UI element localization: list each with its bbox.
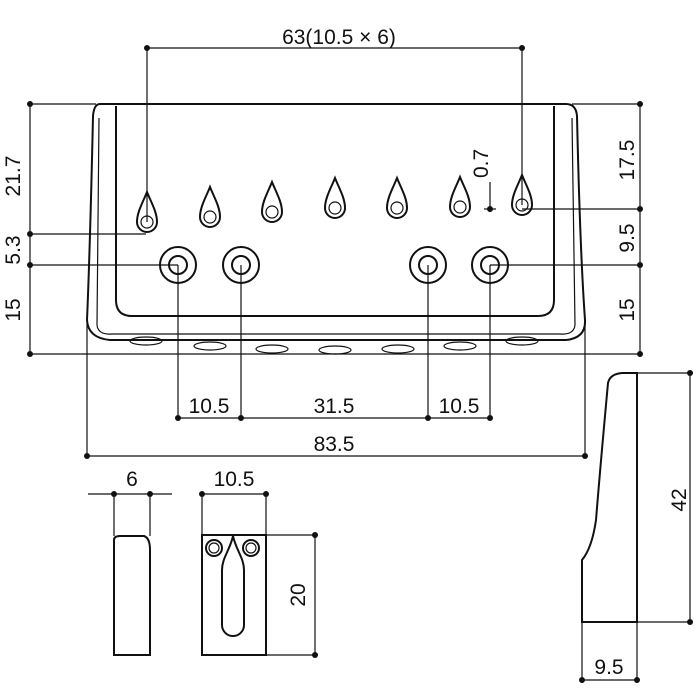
dim-label-bottom-left: 10.5 xyxy=(189,395,230,418)
left-rail xyxy=(96,117,100,326)
string-hole xyxy=(448,174,472,218)
dim-label-height-bottom-right: 15 xyxy=(616,298,639,321)
string-hole xyxy=(323,175,347,219)
dim-label-height-mid-left: 5.3 xyxy=(2,235,25,264)
saddle-plate-view xyxy=(199,491,318,658)
body-outline xyxy=(85,103,587,341)
dim-label-overall-width: 83.5 xyxy=(314,433,355,456)
dim-label-side-height: 42 xyxy=(668,488,691,511)
slot xyxy=(193,341,227,351)
body-lower-lip xyxy=(96,324,576,335)
dim-label-plate-height: 20 xyxy=(287,583,310,606)
plate-slot xyxy=(221,535,245,637)
dim-label-bottom-center: 31.5 xyxy=(314,395,355,418)
saddle-shape xyxy=(113,535,151,656)
string-holes xyxy=(135,172,534,233)
dimension-labels: 63(10.5 × 6) 0.7 21.7 5.3 15 17.5 9.5 15… xyxy=(2,26,691,679)
dim-label-height-mid-right: 9.5 xyxy=(616,223,639,252)
dim-label-offset-small: 0.7 xyxy=(470,149,493,178)
slot xyxy=(381,344,415,354)
right-rail xyxy=(571,117,576,326)
dim-label-spacing-top: 63(10.5 × 6) xyxy=(282,26,396,49)
slot xyxy=(318,345,352,355)
dim-label-bottom-right: 10.5 xyxy=(439,395,480,418)
string-hole xyxy=(260,179,284,223)
plate-shape xyxy=(201,534,267,656)
dim-label-saddle-width: 6 xyxy=(126,468,138,491)
mounting-holes xyxy=(159,246,509,284)
dim-label-height-total: 21.7 xyxy=(2,156,25,197)
dimension-lines xyxy=(27,45,643,459)
slot xyxy=(443,341,477,351)
slot xyxy=(505,336,539,346)
side-profile-shape xyxy=(581,372,638,623)
saddle-side-view xyxy=(88,491,172,656)
string-hole xyxy=(198,184,222,228)
dim-label-plate-width: 10.5 xyxy=(214,468,255,491)
body-inner-frame xyxy=(115,106,555,317)
slot xyxy=(255,344,289,354)
side-profile-view xyxy=(579,370,693,683)
slot xyxy=(129,336,163,346)
dim-label-height-bottom-left: 15 xyxy=(2,298,25,321)
dim-label-height-top: 17.5 xyxy=(616,140,639,181)
dim-label-side-width: 9.5 xyxy=(594,656,623,679)
string-hole xyxy=(385,175,409,219)
front-view xyxy=(85,103,587,355)
